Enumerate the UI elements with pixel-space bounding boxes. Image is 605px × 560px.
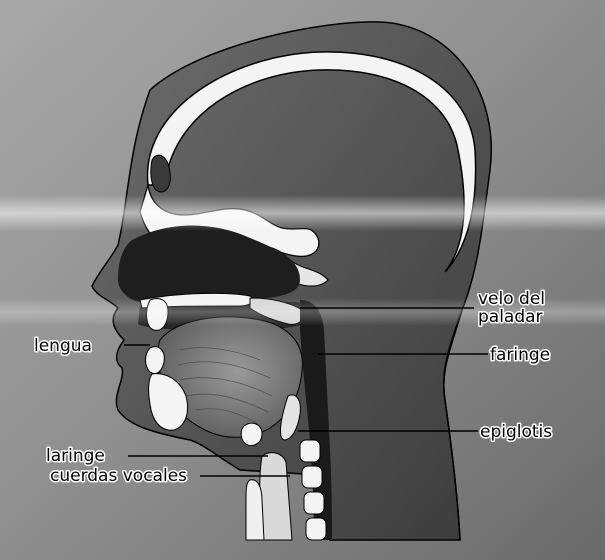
label-laringe: laringe — [46, 446, 105, 466]
label-epiglotis: epiglotis — [480, 422, 552, 442]
label-cuerdas-vocales: cuerdas vocales — [50, 466, 187, 486]
hyoid-bone — [241, 423, 262, 445]
label-velo-line2: paladar — [478, 307, 543, 327]
label-velo-line1: velo del — [478, 289, 545, 309]
label-lengua: lengua — [34, 336, 92, 356]
light-band-top — [0, 195, 605, 231]
label-faringe: faringe — [490, 345, 550, 365]
lower-incisor — [146, 347, 165, 374]
